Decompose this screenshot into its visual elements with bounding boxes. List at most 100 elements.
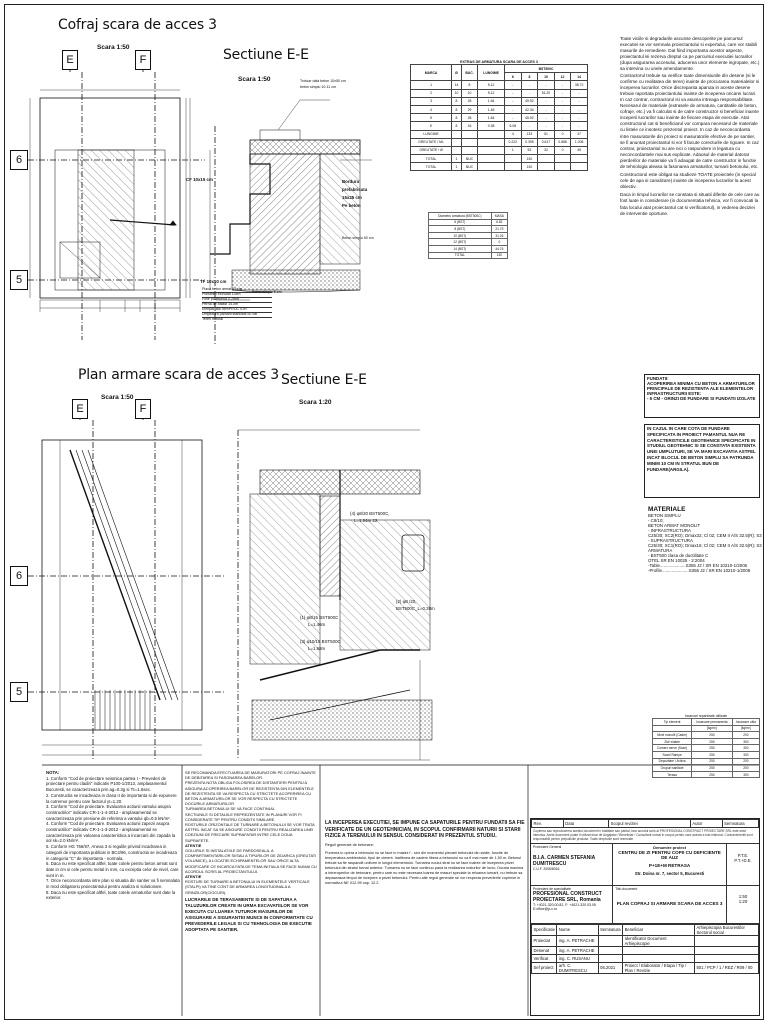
table-cell: 0.222 [504, 137, 522, 147]
table-cell: - [570, 88, 588, 98]
table-cell: 1 [451, 162, 462, 172]
table-cell: Diametru armatura (BST500C) [428, 212, 492, 220]
table-cell: Arhiepiscopia Bucurestilor Sectorul soci… [693, 923, 760, 936]
nota-title: NOTA: [46, 770, 60, 775]
loads-h-0: Tip element [651, 718, 693, 726]
general-notes: Toate viciile si degradarile ascunse des… [620, 36, 760, 217]
bar-label-3-len: L=1.68m [308, 646, 326, 651]
designer-email: E:office@p-c.ro [533, 906, 558, 911]
layer-4: compactata 98%PROCTOR [202, 307, 272, 313]
plan-armare-scale: Scara 1:50 [101, 394, 134, 401]
table-cell: 200 [731, 764, 761, 772]
nota-item-5: 6. Daca nu este specificat altfel, toate… [46, 861, 179, 878]
table-cell: ing. A. PETRACHE [556, 934, 599, 947]
label-prefab: prefabricata [342, 187, 368, 192]
table-cell: 1 [504, 145, 522, 156]
bar-label-4-len: L=1.64m 22 [354, 518, 378, 523]
table-cell: 45.92 [520, 113, 539, 123]
table-cell: - [570, 121, 588, 131]
table-cell: 53 [520, 145, 539, 156]
table-cell: 16 [460, 121, 479, 131]
table-cell: 45.92 [520, 96, 539, 106]
geotech-warning: IN CAZUL IN CARE COTA DE FUNDARE SPECIFI… [644, 424, 760, 498]
section-top-scale: Scara 1:50 [238, 76, 271, 83]
loads-u-0 [651, 724, 693, 733]
table-cell: 200 [731, 757, 761, 766]
table-cell: 130 [520, 154, 539, 164]
table-cell: 0 [553, 129, 572, 139]
extract-h-marca: MARCA [409, 63, 453, 82]
bar-label-1-len: L=1.46m [308, 622, 326, 627]
grid-mark-e: E [62, 50, 78, 70]
fundatii-line-1: PRINCIPALE DE REZISTENTA ALE ELEMENTELOR [647, 386, 754, 391]
table-cell: 5' [409, 121, 453, 131]
table-cell [537, 154, 555, 164]
table-cell: 250 [691, 764, 733, 772]
loads-title: Incarcari repartizate utilizate [684, 714, 728, 718]
table-cell: 300 [731, 750, 761, 759]
table-cell: 200 [731, 731, 761, 739]
designer-firm: PROFESIONAL CONSTRUCT PROIECTARE SRL, Ro… [533, 890, 602, 903]
table-cell: 130 [490, 251, 509, 260]
note-right-4: Daca in timpul lucrarilor se constata si… [620, 192, 760, 216]
table-cell [477, 137, 506, 147]
table-cell [597, 945, 624, 955]
table-cell: TOTAL [428, 251, 492, 260]
label-bordura-dims: 15x25 cm [342, 195, 362, 200]
table-cell: 12 (BST) [428, 238, 492, 246]
table-cell [504, 154, 522, 164]
mid-note-4: ROSTURILE ORIZONTALE DE TURNARE A BETONU… [185, 822, 315, 843]
table-cell: - [520, 80, 539, 90]
loads-h-2: Incarcare utila [731, 718, 761, 726]
nota-item-1: 2. Constructia se incadreaza in clasa II… [46, 792, 177, 804]
extract-h-diam: Ø [451, 63, 462, 82]
grid-mark-f: F [135, 50, 151, 70]
table-row: 8 (BST)21.79 [428, 225, 509, 233]
table-cell: - [504, 80, 522, 90]
nota-item-7: 8. Daca nu este specificat altfel, toate… [46, 889, 176, 901]
table-cell [553, 154, 572, 164]
table-row: 12 (BST)0 [428, 238, 509, 246]
table-cell: 250 [691, 737, 733, 746]
table-cell: 133 [520, 129, 539, 139]
section-bottom-title: Sectiune E-E [281, 372, 367, 388]
table-cell: Zid/ zidarie [651, 737, 693, 746]
atentie-2-title: ATENTIE [185, 874, 202, 880]
table-cell: Nivel monolit (Cadre) [651, 731, 693, 739]
table-cell: 10 [451, 88, 462, 98]
table-cell [570, 162, 588, 172]
materials-line-5: - SUPRASTRUCTURA [648, 538, 693, 543]
phase-2: P.T.+D.E. [734, 857, 752, 863]
fundatii-line-3: - 5 CM - GRINZI DE FUNDARE SI FUNDATII I… [647, 396, 756, 401]
table-cell: arh. C. DUMITRESCU [556, 961, 599, 974]
table-cell [597, 934, 624, 947]
rev-col-scop: Scopul reviziei [608, 819, 691, 828]
table-cell: 1 [409, 80, 453, 90]
table-cell [504, 162, 522, 172]
rev-col-semnatura: Semnatura [721, 819, 760, 828]
table-cell: 5 [409, 113, 453, 123]
table-cell: 5.12 [477, 80, 506, 90]
scale-cell: 1:50 1:20 [727, 886, 759, 923]
layer-1: Polistiren extrudat 10cm [202, 292, 272, 298]
project-row: Proiectant General B.I.A. CARMEN STEFANI… [531, 843, 759, 886]
architect-cell: Proiectant General B.I.A. CARMEN STEFANI… [531, 843, 614, 885]
table-cell: - [570, 104, 588, 115]
table-cell: - [537, 113, 555, 123]
table-cell: ing. A. PETRACHE [556, 945, 599, 955]
table-cell: - [504, 96, 522, 106]
bar-label-3: (3) φ10/15 BST500C [300, 639, 341, 644]
atentie-1-text: GOLURILE SI INSTALATIILE DE PARDOSEALA, … [185, 848, 317, 874]
